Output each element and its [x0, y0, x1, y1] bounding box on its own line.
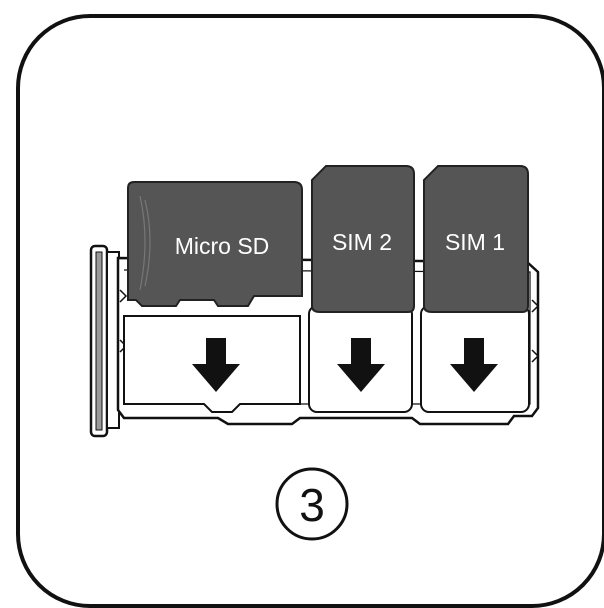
microsd-card-body — [127, 181, 303, 307]
sim1-card-body — [423, 165, 529, 313]
sim1-label: SIM 1 — [445, 229, 505, 255]
step-indicator: 3 — [275, 467, 349, 541]
sim2-down-arrow-icon — [337, 338, 385, 392]
sim1-card: SIM 1 — [423, 165, 529, 313]
microsd-card: Micro SD — [127, 181, 303, 307]
microsd-label: Micro SD — [175, 233, 270, 259]
sim1-down-arrow-icon — [450, 338, 498, 392]
microsd-down-arrow-icon — [192, 338, 240, 392]
step-circle — [275, 467, 349, 541]
sim2-card-body — [311, 165, 415, 313]
tray-handle — [89, 244, 120, 438]
sim2-card: SIM 2 — [311, 165, 415, 313]
microsd-card-ridges — [139, 195, 151, 291]
step-number: 3 — [299, 479, 325, 531]
sim2-label: SIM 2 — [332, 229, 392, 255]
